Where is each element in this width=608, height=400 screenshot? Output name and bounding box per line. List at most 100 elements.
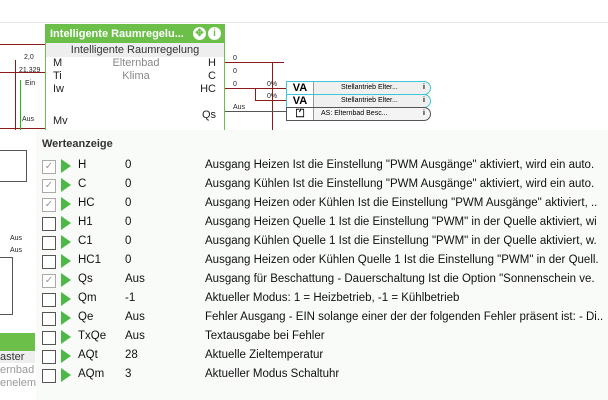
wire <box>255 100 286 101</box>
partial-block-location: ernbad <box>0 364 35 376</box>
wire <box>0 72 45 73</box>
info-icon[interactable]: i <box>423 84 425 91</box>
value-row-h1: H1 0 Ausgang Heizen Quelle 1 Ist die Ein… <box>36 214 608 233</box>
output-name: AQt <box>78 349 98 361</box>
input-value-ti: 21,329 <box>19 67 41 74</box>
wire <box>224 111 286 112</box>
output-name: Qe <box>78 311 94 323</box>
info-icon[interactable]: i <box>423 97 425 104</box>
visibility-checkbox[interactable]: ✓ <box>42 198 56 212</box>
output-name: H1 <box>78 216 93 228</box>
value-row-h: ✓ H 0 Ausgang Heizen Ist die Einstellung… <box>36 157 608 176</box>
actuator-label: Stellantrieb Elter... <box>341 84 398 91</box>
partial-block <box>0 150 27 182</box>
value-row-qe: Qe Aus Fehler Ausgang - EIN solange eine… <box>36 309 608 328</box>
visibility-checkbox[interactable] <box>42 369 56 383</box>
output-arrow-icon <box>61 368 71 382</box>
value-row-aqm: AQm 3 Aktueller Modus Schaltuhr <box>36 366 608 385</box>
block-subtitle: Intelligente Raumregelung <box>46 43 224 57</box>
actuator-label: AS: Elternbad Besc... <box>321 110 388 117</box>
input-iw[interactable]: Iw <box>53 83 64 95</box>
visibility-checkbox[interactable]: ✓ <box>42 179 56 193</box>
output-description: Fehler Ausgang - EIN solange einer der d… <box>205 311 604 323</box>
output-hc[interactable]: HC <box>200 83 216 95</box>
input-value-mv: Aus <box>22 116 35 123</box>
output-value: 0 <box>125 216 132 228</box>
visibility-checkbox[interactable] <box>42 312 56 326</box>
visibility-checkbox[interactable] <box>42 236 56 250</box>
visibility-checkbox[interactable] <box>42 217 56 231</box>
input-ti[interactable]: Ti <box>53 70 62 82</box>
output-arrow-icon <box>61 349 71 363</box>
output-description: Textausgabe bei Fehler <box>205 330 325 342</box>
block-title: Intelligente Raumregelu... <box>50 28 184 40</box>
block-location: Elternbad <box>112 57 160 69</box>
output-description: Ausgang Kühlen Quelle 1 Ist die Einstell… <box>205 235 597 247</box>
output-value: 28 <box>125 349 138 361</box>
visibility-checkbox[interactable] <box>42 255 56 269</box>
output-arrow-icon <box>61 273 71 287</box>
output-c[interactable]: C <box>208 70 216 82</box>
output-arrow-icon <box>61 216 71 230</box>
output-name: Qs <box>78 273 93 285</box>
output-description: Aktuelle Zieltemperatur <box>205 349 324 361</box>
output-name: H <box>78 159 87 171</box>
input-mv[interactable]: Mv <box>53 115 68 127</box>
wire <box>15 60 16 130</box>
partial-block <box>0 257 13 315</box>
actuator-type: VA <box>287 95 314 107</box>
output-name: HC1 <box>78 254 102 266</box>
partial-block-type: enelem <box>0 377 37 389</box>
panel-title: Werteanzeige <box>42 138 113 150</box>
function-block[interactable]: Intelligente Raumregelu... ✥ i Intellige… <box>45 24 225 136</box>
input-value-iw: Ein <box>25 80 36 87</box>
visibility-checkbox[interactable]: ✓ <box>42 274 56 288</box>
output-arrow-icon <box>61 197 71 211</box>
output-value-h: 0 <box>233 55 237 62</box>
output-value-qs: Aus <box>233 104 246 111</box>
info-icon[interactable]: i <box>423 110 425 117</box>
visibility-checkbox[interactable] <box>42 293 56 307</box>
block-category: Klima <box>122 70 150 82</box>
output-description: Ausgang Heizen Ist die Einstellung "PWM … <box>205 159 595 171</box>
output-value: 0 <box>125 159 132 171</box>
output-arrow-icon <box>61 178 71 192</box>
output-qs[interactable]: Qs <box>201 109 216 121</box>
output-value: Aus <box>125 273 145 285</box>
move-icon[interactable]: ✥ <box>193 27 206 40</box>
input-m[interactable]: M <box>53 57 63 69</box>
wire <box>272 62 273 130</box>
output-value: 0 <box>125 254 132 266</box>
value-row-c: ✓ C 0 Ausgang Kühlen Ist die Einstellung… <box>36 176 608 195</box>
actuator-label: Stellantrieb Elter... <box>341 97 398 104</box>
value-row-hc1: HC1 0 Ausgang Heizen oder Kühlen Quelle … <box>36 252 608 271</box>
actuator-block[interactable]: VA Stellantrieb Elter... i <box>286 94 431 108</box>
output-value: Aus <box>125 330 145 342</box>
output-description: Ausgang Kühlen Ist die Einstellung "PWM … <box>205 178 595 190</box>
partial-block-title: aster <box>0 351 35 363</box>
output-value-c: 0 <box>233 68 237 75</box>
value-row-hc: ✓ HC 0 Ausgang Heizen oder Kühlen Ist di… <box>36 195 608 214</box>
visibility-checkbox[interactable] <box>42 331 56 345</box>
value-display-panel: Werteanzeige ✓ H 0 Ausgang Heizen Ist di… <box>36 130 608 400</box>
input-value-m: 2,0 <box>24 54 34 61</box>
output-description: Aktueller Modus: 1 = Heizbetrieb, -1 = K… <box>205 292 460 304</box>
partial-block-header <box>0 333 35 351</box>
actuator-value: 0% <box>267 93 278 100</box>
block-header[interactable]: Intelligente Raumregelu... ✥ i <box>46 25 224 43</box>
shading-block[interactable]: ⏍AS: Elternbad Besc...i <box>286 107 431 121</box>
visibility-checkbox[interactable] <box>42 350 56 364</box>
visibility-checkbox[interactable]: ✓ <box>42 160 56 174</box>
output-value: Aus <box>125 311 145 323</box>
wire <box>224 62 284 63</box>
output-value: 0 <box>125 197 132 209</box>
output-h[interactable]: H <box>208 57 216 69</box>
output-description: Ausgang Heizen oder Kühlen Ist die Einst… <box>205 197 598 209</box>
info-icon[interactable]: i <box>208 27 221 40</box>
output-arrow-icon <box>61 235 71 249</box>
output-name: TxQe <box>78 330 107 342</box>
value-row-txqe: TxQe Aus Textausgabe bei Fehler <box>36 328 608 347</box>
output-value: 0 <box>125 235 132 247</box>
wire <box>0 44 60 45</box>
